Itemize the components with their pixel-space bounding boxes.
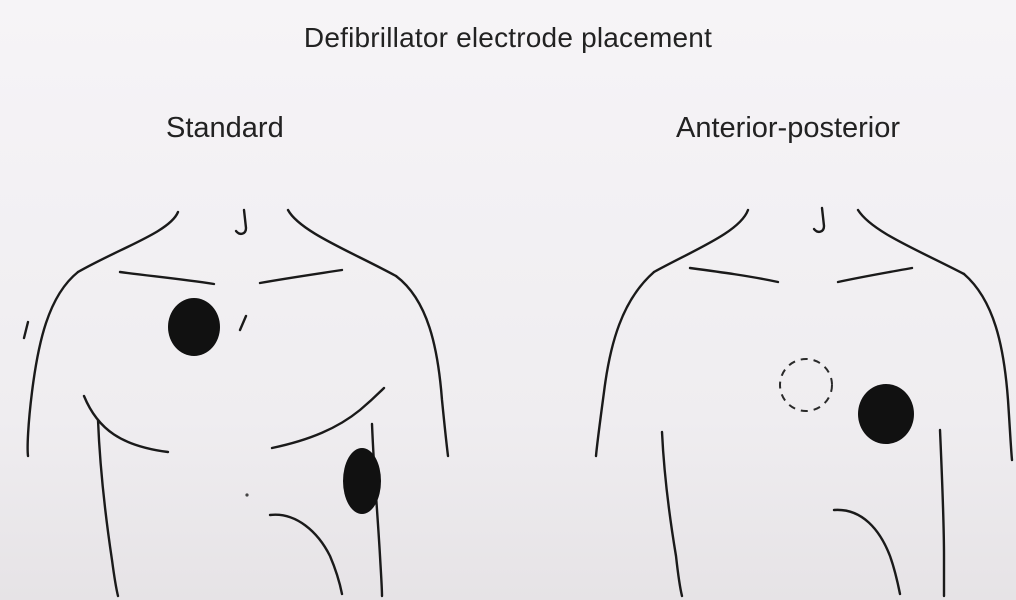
standard-navel-dot [245,493,248,496]
standard-shoulder-right [396,276,448,456]
standard-neck-left [78,212,178,272]
standard-pad-lower [343,448,381,514]
ap-arm-left [662,432,682,596]
standard-clavicle-left [120,272,214,284]
standard-arm-right [372,424,382,596]
standard-shoulder-left [28,272,78,456]
ap-abdomen-curve [834,510,900,594]
standard-arm-left [98,420,118,596]
standard-abdomen-curve [270,515,342,594]
ap-neck-left [654,210,748,272]
standard-neck-right [288,210,396,276]
standard-sternum-mark [240,316,246,330]
ap-sternal-notch [814,208,824,232]
ap-pad-back-dashed [780,359,832,411]
standard-pectoral-left [84,396,168,452]
standard-clavicle-right [260,270,342,283]
standard-torso [24,210,448,596]
ap-shoulder-right [964,274,1012,460]
standard-pad-upper [168,298,220,356]
anterior-posterior-torso [596,208,1012,596]
ap-neck-right [858,210,964,274]
ap-clavicle-right [838,268,912,282]
standard-sternal-notch [236,210,246,234]
ap-pad-front [858,384,914,444]
ap-arm-right [940,430,944,596]
ap-shoulder-left [596,272,654,456]
edge-mark [24,322,28,338]
standard-pectoral-right [272,388,384,448]
ap-clavicle-left [690,268,778,282]
